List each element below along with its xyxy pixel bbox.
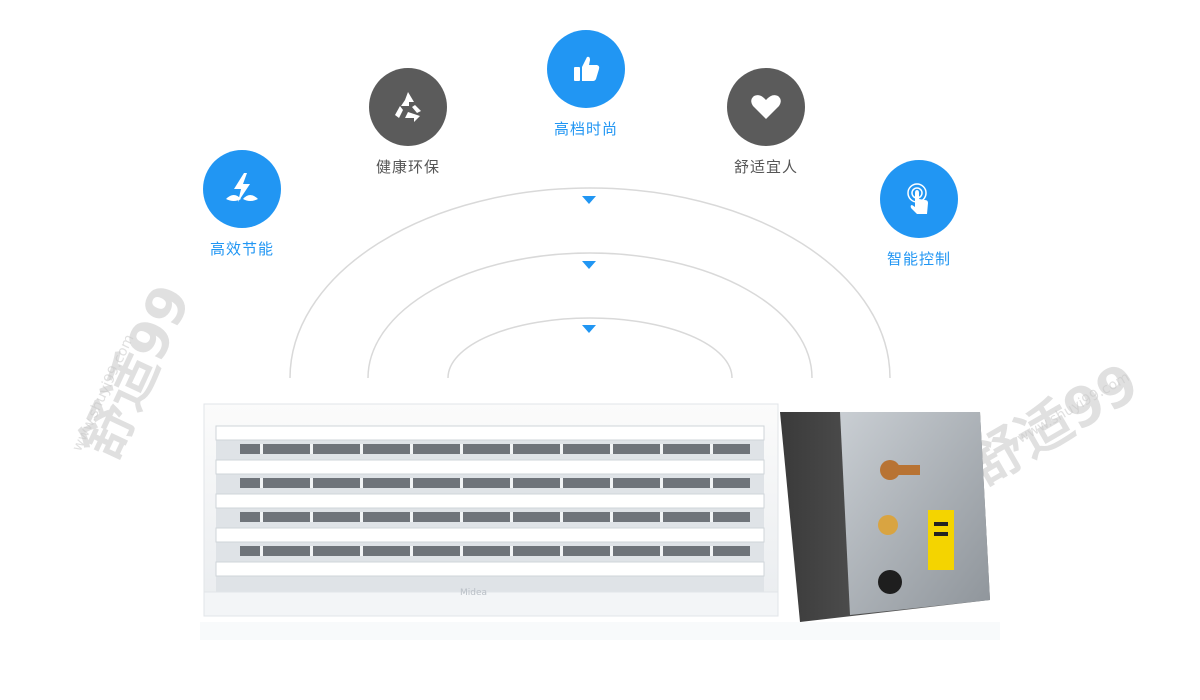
recycle-icon bbox=[369, 68, 447, 146]
product-brand-logo: Midea bbox=[460, 588, 488, 598]
feature-smart: 智能控制 bbox=[849, 160, 989, 269]
arc-marker-middle bbox=[582, 261, 596, 269]
feature-label-style: 高档时尚 bbox=[553, 120, 618, 138]
heart-icon bbox=[727, 68, 805, 146]
touch-icon bbox=[880, 160, 958, 238]
feature-comfort: 舒适宜人 bbox=[696, 68, 836, 177]
leaf-bolt-icon bbox=[203, 150, 281, 228]
feature-label-smart: 智能控制 bbox=[886, 250, 951, 268]
thumbs-up-icon bbox=[547, 30, 625, 108]
arc-marker-outer bbox=[582, 196, 596, 204]
fan-coil-unit bbox=[200, 403, 1000, 640]
feature-label-eco: 健康环保 bbox=[375, 158, 440, 176]
feature-style: 高档时尚 bbox=[516, 30, 656, 139]
feature-label-efficiency: 高效节能 bbox=[209, 240, 274, 258]
feature-eco: 健康环保 bbox=[338, 68, 478, 177]
arc-marker-inner bbox=[582, 325, 596, 333]
feature-efficiency: 高效节能 bbox=[172, 150, 312, 259]
feature-label-comfort: 舒适宜人 bbox=[733, 158, 798, 176]
